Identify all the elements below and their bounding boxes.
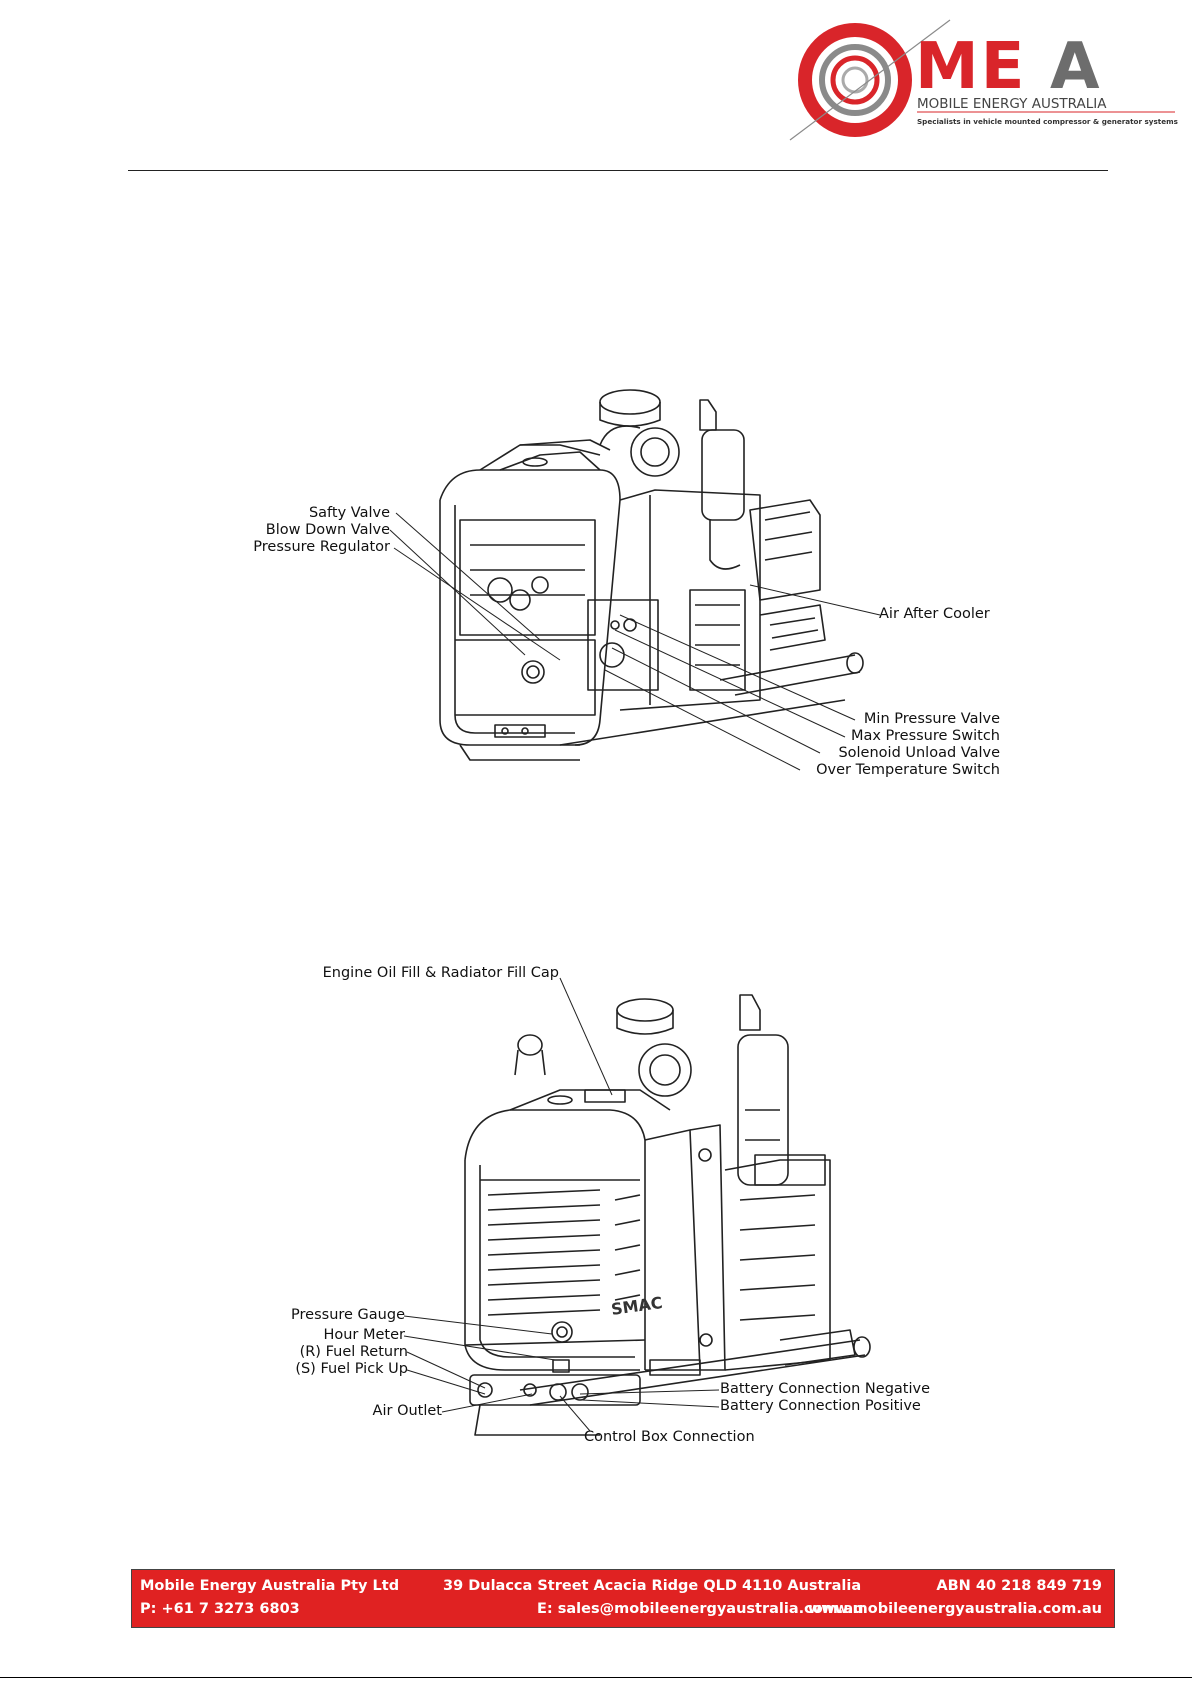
- label-safety-valve: Safty Valve: [308, 505, 390, 521]
- footer-phone: P: +61 7 3273 6803: [140, 1601, 300, 1617]
- label-control-box-connection: Control Box Connection: [584, 1429, 755, 1445]
- company-logo: ME A MOBILE ENERGY AUSTRALIA Specialists…: [780, 10, 1180, 145]
- label-air-after-cooler: Air After Cooler: [879, 606, 990, 622]
- label-battery-negative: Battery Connection Negative: [720, 1381, 931, 1397]
- footer-email[interactable]: E: sales@mobileenergyaustralia.com.au: [537, 1601, 864, 1617]
- svg-text:ME: ME: [915, 30, 1026, 104]
- header-rule: [128, 170, 1108, 171]
- label-hour-meter: Hour Meter: [323, 1327, 405, 1343]
- label-over-temperature-switch: Over Temperature Switch: [816, 762, 1000, 778]
- svg-text:A: A: [1050, 30, 1100, 104]
- label-battery-positive: Battery Connection Positive: [720, 1398, 921, 1414]
- label-pressure-regulator: Pressure Regulator: [253, 539, 390, 555]
- page-bottom-rule: [0, 1677, 1192, 1678]
- footer-abn: ABN 40 218 849 719: [936, 1578, 1102, 1594]
- svg-text:Specialists in vehicle mounted: Specialists in vehicle mounted compresso…: [917, 117, 1178, 126]
- label-pressure-gauge: Pressure Gauge: [291, 1307, 405, 1323]
- footer-contact-bar: Mobile Energy Australia Pty Ltd 39 Dulac…: [131, 1569, 1115, 1628]
- smac-brand-plate: SMAC: [610, 1293, 664, 1319]
- label-fuel-pick-up: (S) Fuel Pick Up: [295, 1361, 408, 1377]
- svg-text:MOBILE ENERGY AUSTRALIA: MOBILE ENERGY AUSTRALIA: [917, 96, 1107, 112]
- footer-company: Mobile Energy Australia Pty Ltd: [140, 1578, 400, 1594]
- label-air-outlet: Air Outlet: [372, 1403, 442, 1419]
- footer-address: 39 Dulacca Street Acacia Ridge QLD 4110 …: [443, 1578, 862, 1594]
- footer-website[interactable]: www.mobileenergyaustralia.com.au: [807, 1601, 1102, 1617]
- label-max-pressure-switch: Max Pressure Switch: [850, 728, 1000, 744]
- label-fuel-return: (R) Fuel Return: [299, 1344, 408, 1360]
- label-solenoid-unload-valve: Solenoid Unload Valve: [838, 745, 1000, 761]
- compressor-diagram-side: Safty Valve Blow Down Valve Pressure Reg…: [0, 0, 1192, 800]
- label-min-pressure-valve: Min Pressure Valve: [863, 711, 1000, 727]
- compressor-diagram-front: SMAC Engine Oil Fill & Radiator Fill Cap…: [0, 900, 1192, 1460]
- label-blow-down-valve: Blow Down Valve: [265, 522, 390, 538]
- label-oil-radiator-fill: Engine Oil Fill & Radiator Fill Cap: [322, 965, 559, 981]
- mea-logo-icon: ME A MOBILE ENERGY AUSTRALIA Specialists…: [789, 19, 1178, 141]
- compressor-drawing-1: [389, 389, 881, 771]
- compressor-drawing-2: SMAC: [403, 977, 871, 1436]
